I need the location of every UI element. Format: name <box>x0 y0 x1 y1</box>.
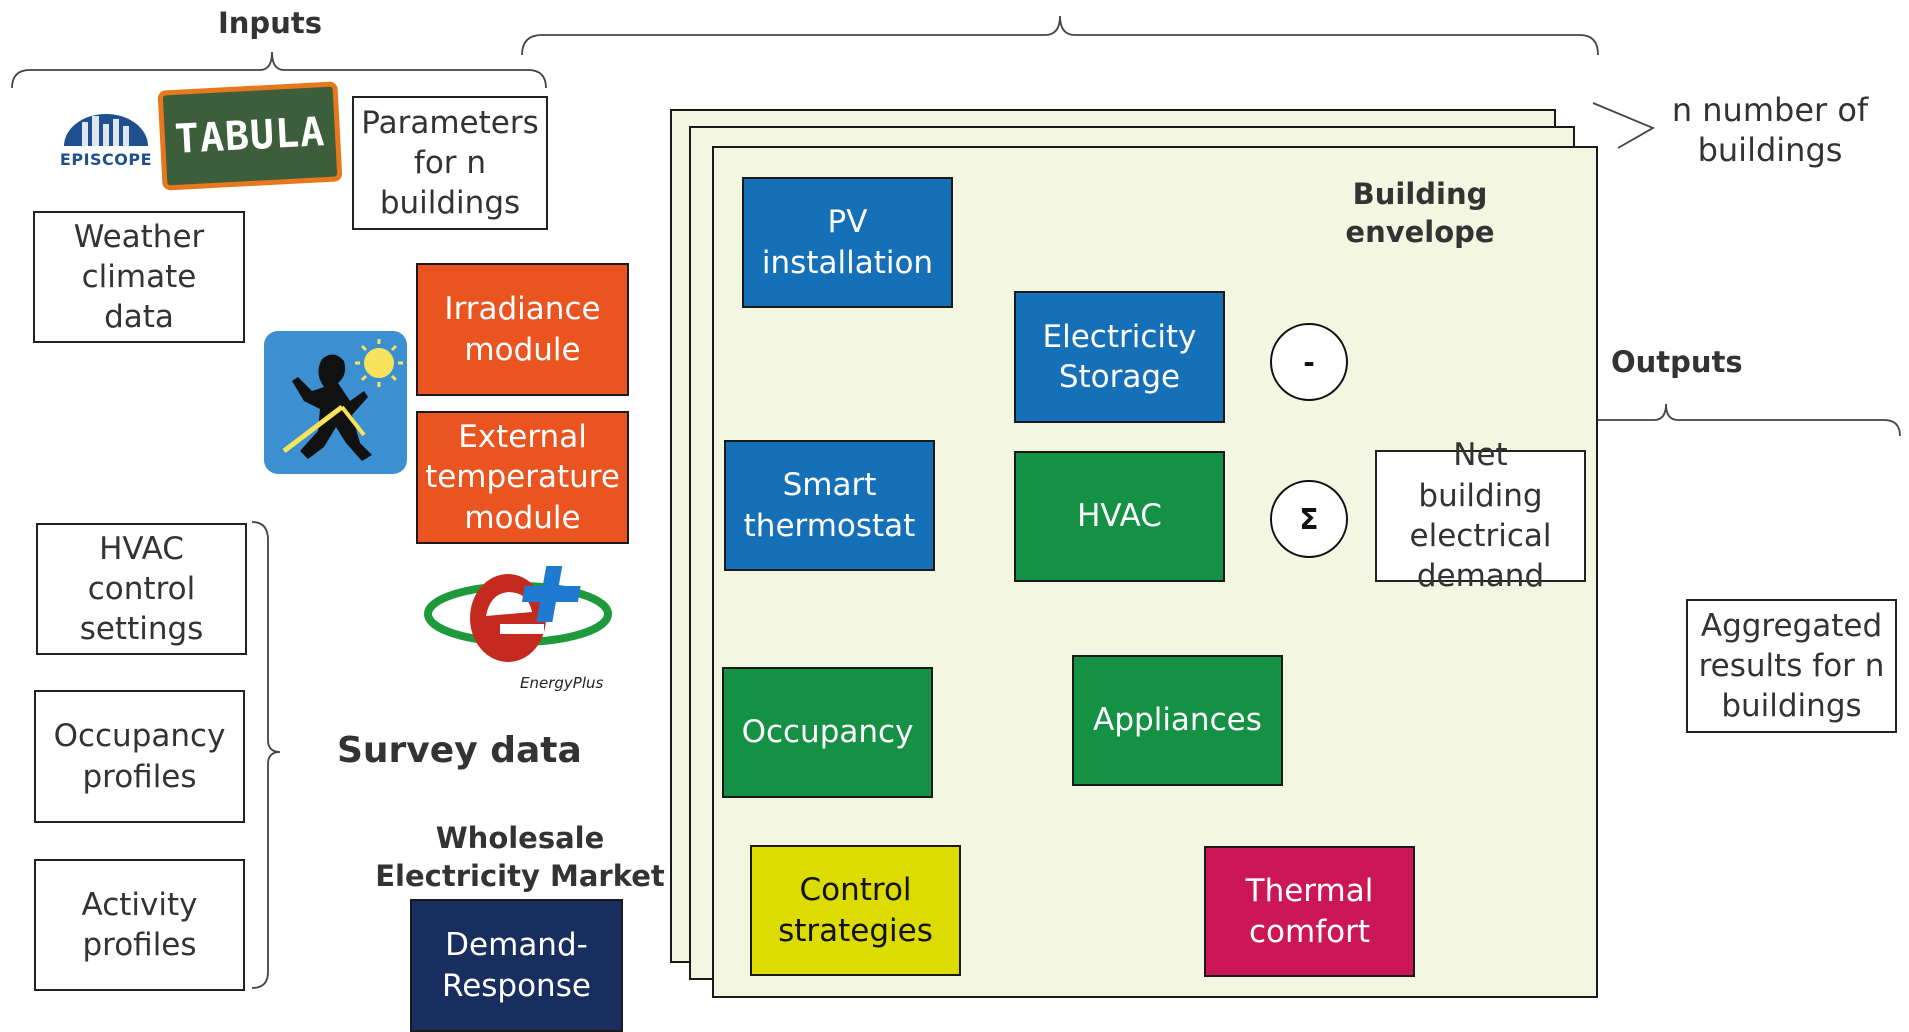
building-envelope-heading: Building envelope <box>1345 177 1495 249</box>
survey-data-heading: Survey data <box>337 730 582 771</box>
survey-brace <box>251 521 281 989</box>
model-brace <box>521 15 1599 56</box>
electricity-storage-box: Electricity Storage <box>1014 291 1225 423</box>
minus-operator-icon: - <box>1270 323 1348 401</box>
thermal-comfort-box: Thermal comfort <box>1204 846 1415 977</box>
outputs-heading: Outputs <box>1611 345 1743 379</box>
appliances-box: Appliances <box>1072 655 1283 786</box>
energyplus-label: EnergyPlus <box>520 674 604 692</box>
wholesale-market-heading: Wholesale Electricity Market <box>375 821 665 893</box>
smart-thermostat-box: Smart thermostat <box>724 440 935 571</box>
occupancy-profiles-box: Occupancy profiles <box>34 690 245 823</box>
renewables-character-icon <box>264 331 407 474</box>
net-electrical-demand-box: Net building electrical demand <box>1375 437 1586 594</box>
episcope-logo: EPISCOPE <box>52 110 160 169</box>
episcope-label: EPISCOPE <box>59 150 153 169</box>
demand-response-box: Demand-Response <box>410 899 623 1032</box>
energyplus-e-plus-icon <box>424 566 612 662</box>
inputs-heading: Inputs <box>218 6 322 40</box>
irradiance-module-box: Irradiance module <box>416 263 629 396</box>
activity-profiles-box: Activity profiles <box>34 859 245 991</box>
hvac-control-settings-box: HVAC control settings <box>36 523 247 655</box>
weather-box: Weather climate data <box>33 211 245 343</box>
tabula-logo: TABULA <box>157 81 343 191</box>
episcope-skyline-icon <box>64 114 148 146</box>
n-buildings-label: n number of buildings <box>1671 91 1869 169</box>
inputs-brace <box>11 51 547 89</box>
pv-installation-box: PV installation <box>742 177 953 308</box>
sum-operator-icon: Σ <box>1270 480 1348 558</box>
n-buildings-chevron <box>1592 102 1656 149</box>
control-strategies-box: Control strategies <box>750 845 961 976</box>
energyplus-logo: EnergyPlus <box>420 556 620 696</box>
occupancy-box: Occupancy <box>722 667 933 798</box>
hvac-box: HVAC <box>1014 451 1225 582</box>
aggregated-results-box: Aggregated results for n buildings <box>1686 599 1897 733</box>
parameters-box: Parameters for n buildings <box>352 96 548 230</box>
external-temperature-module-box: External temperature module <box>416 411 629 544</box>
